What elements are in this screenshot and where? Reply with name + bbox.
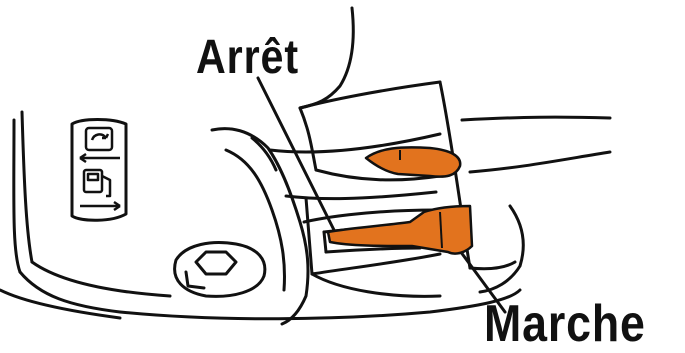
choke-icon bbox=[80, 128, 120, 162]
label-marche: Marche bbox=[484, 298, 646, 350]
choke-fuel-decal bbox=[72, 120, 126, 221]
fuel-pump-icon bbox=[80, 170, 120, 210]
switch-lever-upper bbox=[366, 147, 460, 176]
mounting-bolt bbox=[175, 243, 265, 297]
engine-housing bbox=[0, 8, 610, 319]
label-arret: Arrêt bbox=[196, 34, 299, 82]
